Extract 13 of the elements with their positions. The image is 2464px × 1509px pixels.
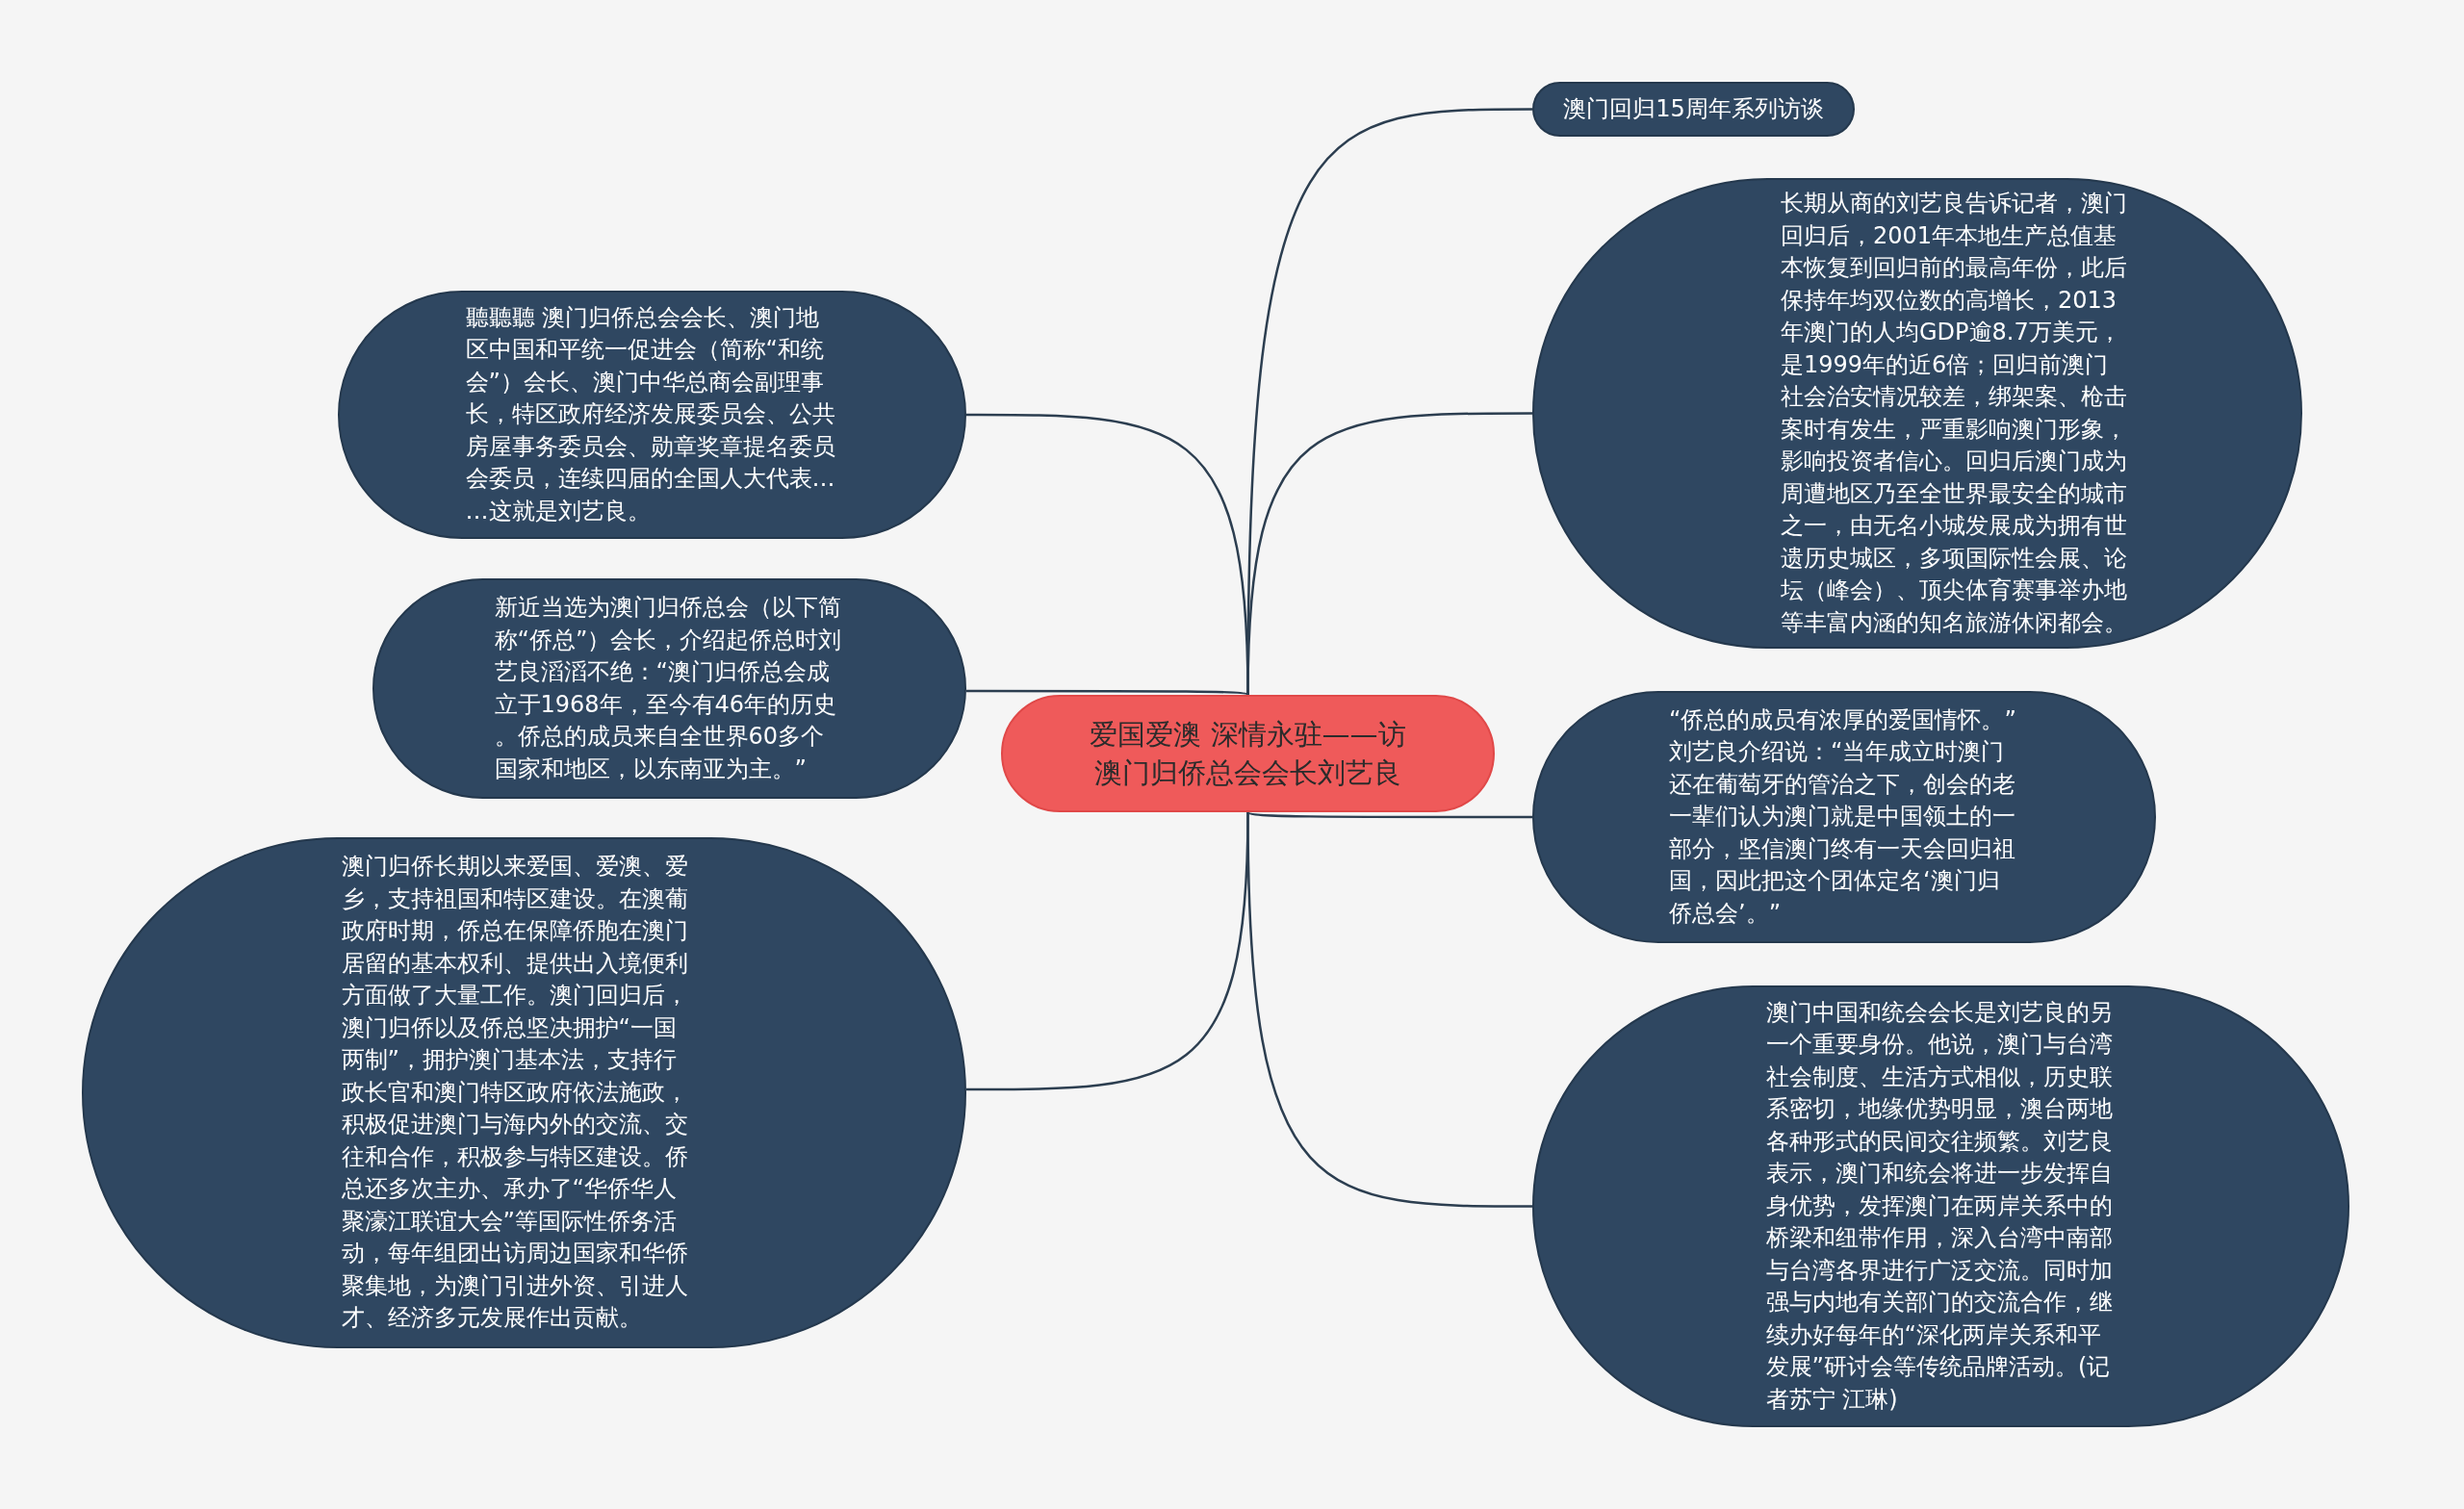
topic-text: “侨总的成员有浓厚的爱国情怀。”刘艺良介绍说：“当年成立时澳门还在葡萄牙的管治之下，创会的老一辈们认为澳门就是中国领土的一部分，坚信澳门终有一天会回归祖国，因此把这个团体定名‘澳门归侨总会’。” — [1669, 704, 2017, 929]
topic-text: 长期从商的刘艺良告诉记者，澳门回归后，2001年本地生产总值基本恢复到回归前的最高年份，此后保持年均双位数的高增长，2013年澳门的人均GDP逾8.7万美元，是1999年的近6倍；回归前澳门社会治安情况较差，绑架案、枪击案时有发生，严重影响澳门形象，影响投资者信心。回归后澳门成为周遭地区乃至全世界最安全的城市之一，由无名小城发展成为拥有世遗历史城区，多项国际性会展、论坛（峰会）、顶尖体育赛事举办地等丰富内涵的知名旅游休闲都会。 — [1781, 189, 2128, 638]
topic-text: 聽聽聽 澳门归侨总会会长、澳门地区中国和平统一促进会（简称“和统会”）会长、澳门中华总商会副理事长，特区政府经济发展委员会、公共房屋事务委员会、勋章奖章提名委员会委员，连续四届的全国人大代表……这就是刘艺良。 — [465, 302, 836, 526]
connector-line — [966, 413, 1249, 696]
connector-line — [966, 689, 1248, 697]
connector-line — [1246, 810, 1532, 819]
topic-text: 新近当选为澳门归侨总会（以下简称“侨总”）会长，介绍起侨总时刘艺良滔滔不绝：“澳门归侨总会成立于1968年，至今有46年的历史。侨总的成员来自全世界60多个国家和地区，以东南亚为主。” — [494, 593, 843, 784]
topic-text: 澳门中国和统会会长是刘艺良的另一个重要身份。他说，澳门与台湾社会制度、生活方式相似，历史联系密切，地缘优势明显，澳台两地各种形式的民间交往频繁。刘艺良表示，澳门和统会将进一步发挥自身优势，发挥澳门在两岸关系中的桥梁和纽带作用，深入台湾中南部与台湾各界进行广泛交流。同时加强与内地有关部门的交流合作，继续办好每年的“深化两岸关系和平发展”研讨会等传统品牌活动。(记者苏宁 江琳) — [1765, 997, 2114, 1415]
connector-line — [966, 811, 1249, 1091]
central-topic-text: 爱国爱澳 深情永驻——访澳门归侨总会会长刘艺良 — [1089, 717, 1407, 791]
topic-text: 澳门归侨长期以来爱国、爱澳、爱乡，支持祖国和特区建设。在澳葡政府时期，侨总在保障侨胞在澳门居留的基本权利、提供出入境便利方面做了大量工作。澳门回归后，澳门归侨以及侨总坚决拥护“一国两制”，拥护澳门基本法，支持行政长官和澳门特区政府依法施政，积极促进澳门与海内外的交流、交往和合作，积极参与特区建设。侨总还多次主办、承办了“华侨华人聚濠江联谊大会”等国际性侨务活动，每年组团出访周边国家和华侨聚集地，为澳门引进外资、引进人才、经济多元发展作出贡献。 — [341, 852, 689, 1334]
subtopic-pill — [1532, 82, 1855, 137]
topic-text: 澳门回归15周年系列访谈 — [1563, 93, 1824, 124]
